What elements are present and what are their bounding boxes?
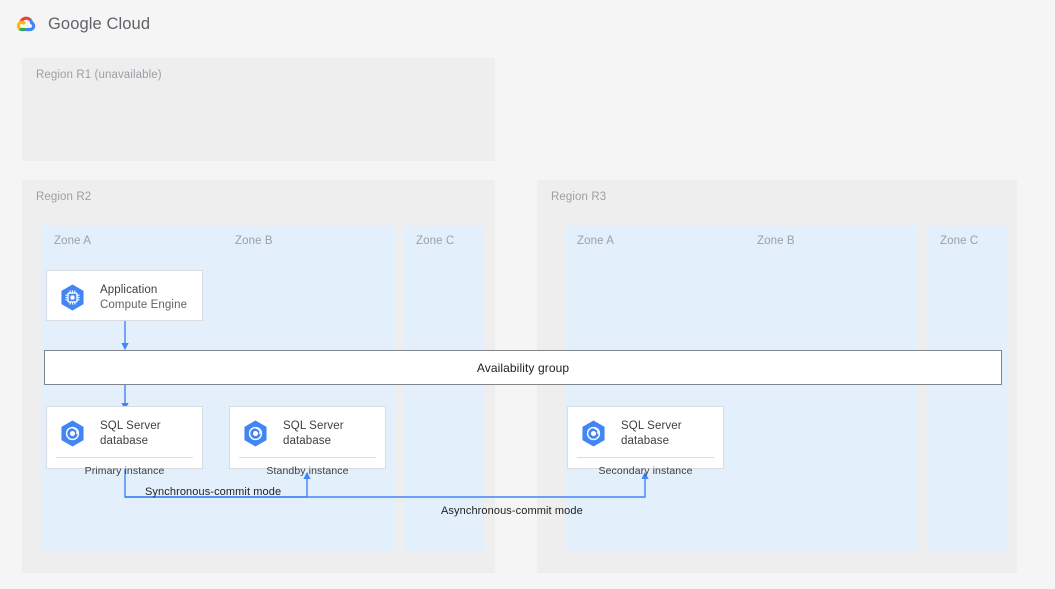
card-divider: [239, 457, 376, 458]
zone-label: Zone C: [416, 235, 455, 247]
compute-engine-icon: [56, 281, 89, 314]
region-r2-zone-b: Zone B: [223, 226, 395, 552]
zone-label: Zone C: [940, 235, 979, 247]
region-r2-zone-c: Zone C: [404, 226, 484, 552]
standby-database-card-row: SQL Server database: [230, 407, 385, 457]
standby-database-card-text: SQL Server database: [283, 419, 344, 448]
secondary-database-footer: Secondary instance: [598, 465, 693, 477]
brand-title: Google Cloud: [48, 15, 151, 33]
secondary-database-card-text: SQL Server database: [621, 419, 682, 448]
region-r1: Region R1 (unavailable): [22, 58, 495, 161]
region-r1-label: Region R1 (unavailable): [36, 69, 162, 81]
region-r3-zone-c: Zone C: [928, 226, 1008, 552]
asynchronous-commit-label: Asynchronous-commit mode: [441, 505, 583, 517]
primary-database-card-text: SQL Server database: [100, 419, 161, 448]
availability-group-bar: Availability group: [44, 350, 1002, 385]
region-r3-zone-a: Zone A: [565, 226, 763, 552]
google-cloud-logo-icon: [14, 12, 38, 36]
application-card-row: Application Compute Engine: [47, 271, 202, 324]
brand-lockup: Google Cloud: [14, 12, 150, 36]
application-card-subtitle: Compute Engine: [100, 298, 188, 311]
application-card-title: Application: [100, 284, 158, 296]
application-card[interactable]: Application Compute Engine: [46, 270, 203, 321]
synchronous-commit-label: Synchronous-commit mode: [145, 486, 282, 498]
primary-database-card[interactable]: SQL Server database Primary instance: [46, 406, 203, 477]
card-divider: [56, 457, 193, 458]
page-header: Google Cloud: [0, 0, 1055, 48]
primary-database-title-line1: SQL Server: [100, 420, 161, 432]
region-r3-zone-b: Zone B: [745, 226, 918, 552]
zone-label: Zone A: [54, 235, 92, 247]
standby-database-title-line2: database: [283, 434, 332, 447]
application-card-text: Application Compute Engine: [100, 283, 187, 312]
region-r3-label: Region R3: [551, 191, 607, 203]
primary-database-title-line2: database: [100, 434, 149, 447]
availability-group-label: Availability group: [476, 360, 570, 375]
standby-database-card[interactable]: SQL Server database Standby instance: [229, 406, 386, 477]
primary-database-footer: Primary instance: [84, 465, 165, 477]
zone-label: Zone A: [577, 235, 615, 247]
primary-database-card-row: SQL Server database: [47, 407, 202, 457]
zone-label: Zone B: [235, 235, 273, 247]
secondary-database-card-row: SQL Server database: [568, 407, 723, 457]
standby-database-title-line1: SQL Server: [283, 420, 344, 432]
sql-server-database-icon: [577, 417, 610, 450]
sql-server-database-icon: [239, 417, 272, 450]
secondary-database-title-line1: SQL Server: [621, 420, 682, 432]
secondary-database-title-line2: database: [621, 434, 670, 447]
card-divider: [577, 457, 714, 458]
secondary-database-card[interactable]: SQL Server database Secondary instance: [567, 406, 724, 477]
region-r2-label: Region R2: [36, 191, 92, 203]
zone-label: Zone B: [757, 235, 795, 247]
sql-server-database-icon: [56, 417, 89, 450]
standby-database-footer: Standby instance: [266, 465, 349, 477]
